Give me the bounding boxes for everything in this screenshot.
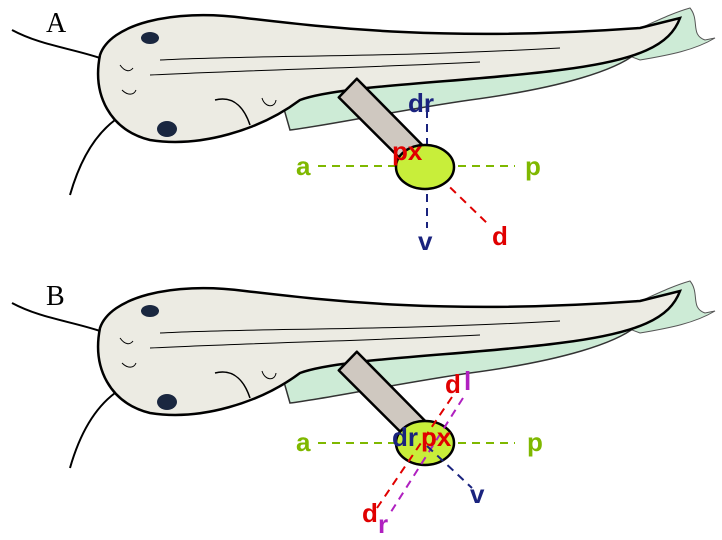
label-d-top: d [445,369,461,399]
label-px: px [392,136,423,166]
panel-b: B dr px a p v d l d r [10,279,717,539]
label-px: px [421,422,452,452]
label-l: l [464,366,471,396]
fin-base-joint [394,143,456,191]
label-a: a [296,151,311,181]
label-dr: dr [392,422,418,452]
label-p: p [527,427,543,457]
label-d-bottom: d [362,498,378,528]
label-r: r [378,509,388,539]
lr-axis-line [388,397,464,516]
panel-a: A dr px a p v d [10,6,717,256]
label-v: v [418,226,433,256]
label-p: p [525,151,541,181]
label-dr: dr [408,88,434,118]
fin-base-joint [394,419,456,467]
panel-letter: B [46,281,65,312]
dv-axis-line [426,445,473,489]
label-a: a [296,427,311,457]
label-v: v [470,479,485,509]
panel-letter: A [46,8,67,39]
label-d: d [492,221,508,251]
